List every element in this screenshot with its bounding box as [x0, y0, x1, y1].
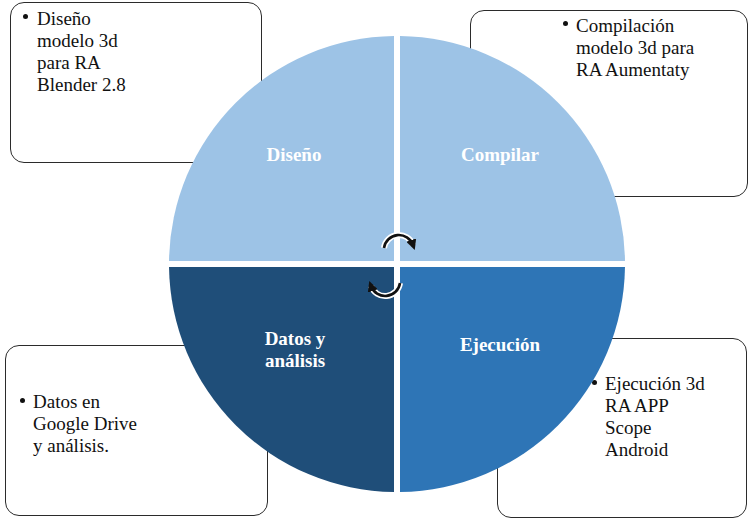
quadrant-shape [397, 264, 625, 492]
quadrant-label: Datos y análisis [250, 328, 340, 372]
quadrant-label: Diseño [267, 144, 322, 166]
callout-text: Datos en Google Drive y análisis. [33, 391, 145, 457]
cycle-quadrant: Datos y análisis [169, 264, 397, 492]
bullet-dot [20, 398, 25, 403]
cycle-quadrant: Diseño [169, 36, 397, 264]
bullet-dot [23, 14, 28, 19]
quadrant-label: Ejecución [460, 334, 540, 356]
bullet-dot [563, 21, 568, 26]
callout-text: Compilación modelo 3d para RA Aumentaty [576, 15, 716, 81]
cycle-quadrant: Ejecución [397, 264, 625, 492]
callout-text: Ejecución 3d RA APP Scope Android [605, 373, 713, 461]
callout-text: Diseño modelo 3d para RA Blender 2.8 [37, 8, 147, 96]
quadrant-shape [169, 264, 397, 492]
quadrant-label: Compilar [461, 144, 539, 166]
